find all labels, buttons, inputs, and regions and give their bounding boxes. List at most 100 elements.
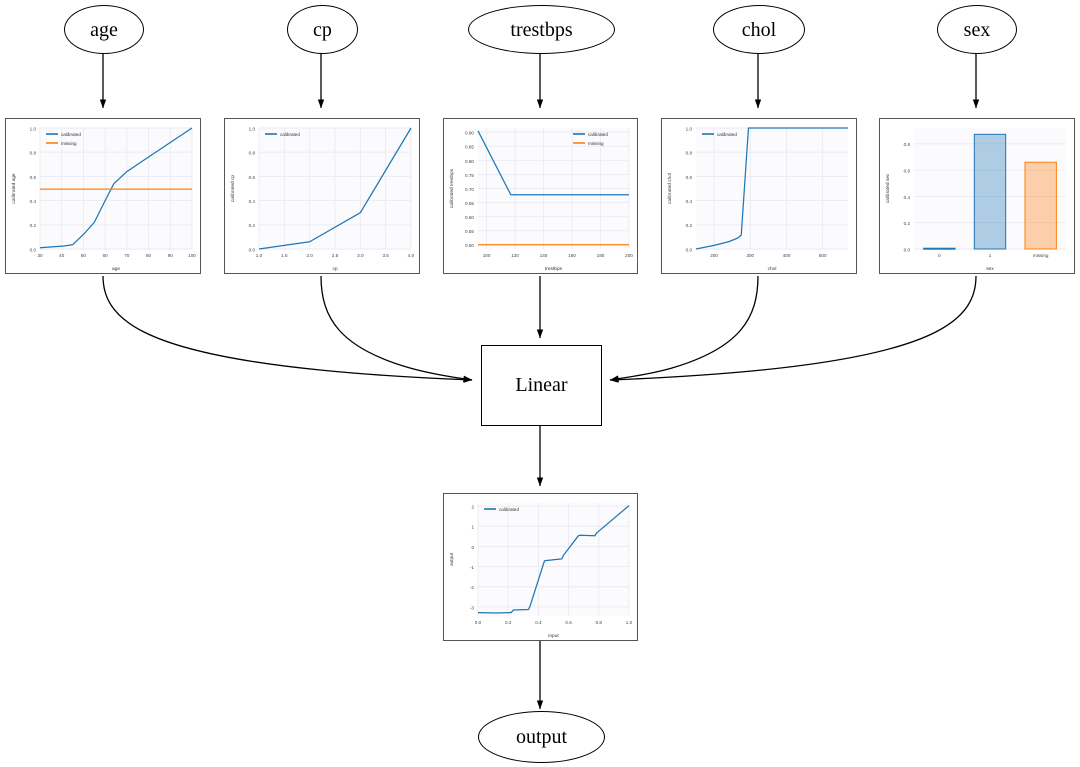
node-age[interactable]: age: [64, 5, 144, 54]
y-tick-label: 0.80: [465, 159, 474, 164]
x-tick-label: 40: [59, 253, 65, 258]
y-axis-label: calibrated chol: [667, 173, 673, 204]
y-tick-label: 0.6: [249, 175, 256, 180]
x-tick-label: 140: [540, 253, 548, 258]
y-tick-label: 0.6: [904, 168, 911, 173]
y-tick-label: 0.2: [686, 223, 693, 228]
y-tick-label: 0.4: [904, 195, 911, 200]
x-tick-label: 0.0: [475, 620, 482, 625]
y-tick-label: 0.90: [465, 131, 474, 136]
x-tick-label: 50: [81, 253, 87, 258]
y-tick-label: -2: [470, 585, 475, 590]
y-tick-label: 0.0: [904, 247, 911, 252]
y-tick-label: 0.70: [465, 187, 474, 192]
x-tick-label: 100: [483, 253, 491, 258]
y-tick-label: 0.65: [465, 201, 474, 206]
y-tick-label: 0.2: [30, 223, 37, 228]
x-tick-label: 70: [124, 253, 130, 258]
y-axis-label: output: [449, 552, 455, 566]
y-tick-label: 0.6: [686, 175, 693, 180]
node-cp[interactable]: cp: [287, 5, 358, 54]
x-tick-label: 0.6: [565, 620, 572, 625]
series-line-calibrated: [477, 505, 630, 614]
y-tick-label: 0.50: [465, 243, 474, 248]
y-tick-label: 0.8: [30, 151, 37, 156]
legend-label: missing: [61, 141, 77, 146]
y-tick-label: 1.0: [30, 126, 37, 131]
y-tick-label: 0.8: [686, 151, 693, 156]
node-linear[interactable]: Linear: [481, 345, 602, 426]
y-tick-label: 0.60: [465, 215, 474, 220]
plot-area: [696, 128, 848, 249]
node-cp-label: cp: [313, 18, 332, 41]
y-tick-label: 0.2: [904, 221, 911, 226]
y-tick-label: 2: [471, 504, 474, 509]
legend-label: calibrated: [588, 132, 608, 137]
node-trestbps-label: trestbps: [510, 18, 573, 41]
x-tick-label: 2.5: [332, 253, 339, 258]
series-line-calibrated: [39, 127, 193, 249]
x-tick-label: 90: [168, 253, 174, 258]
x-axis-label: input: [548, 633, 559, 639]
node-linear-label: Linear: [515, 374, 568, 396]
y-tick-label: 1: [471, 525, 474, 530]
x-tick-label: 200: [625, 253, 633, 258]
edge-cpchart-to-linear: [320, 275, 473, 382]
edge-sexchart-to-linear: [609, 275, 977, 383]
x-axis-label: chol: [768, 266, 777, 272]
x-tick-label: 3.5: [382, 253, 389, 258]
y-axis-label: calibrated age: [11, 173, 17, 203]
x-tick-label: 3.0: [357, 253, 364, 258]
x-tick-label: missing: [1033, 253, 1049, 258]
y-axis-label: calibrated sex: [885, 173, 891, 203]
node-age-label: age: [90, 18, 118, 41]
x-axis-label: age: [112, 267, 120, 272]
bar: [973, 133, 1007, 250]
y-tick-label: 0.4: [686, 199, 693, 204]
y-tick-label: 0.8: [249, 151, 256, 156]
y-tick-label: 0.6: [30, 175, 37, 180]
node-chol[interactable]: chol: [713, 5, 805, 54]
x-axis-label: sex: [986, 267, 994, 272]
x-tick-label: 1: [989, 253, 992, 258]
x-tick-label: 80: [146, 253, 152, 258]
series-line-calibrated: [258, 127, 412, 250]
legend-label: calibrated: [499, 507, 519, 512]
y-tick-label: 1.0: [686, 126, 693, 131]
y-tick-label: 0.0: [30, 247, 37, 252]
y-tick-label: 0.0: [686, 247, 693, 252]
x-tick-label: 1.0: [256, 253, 263, 258]
chart-panel-sex: 0.0 0.2 0.4 0.6 0.8 0 1 missing sex calibrated se…: [879, 118, 1075, 274]
node-chol-label: chol: [741, 18, 777, 41]
node-output[interactable]: output: [478, 711, 605, 763]
node-trestbps[interactable]: trestbps: [468, 5, 615, 54]
x-tick-label: 180: [597, 253, 605, 258]
y-tick-label: 0.85: [465, 145, 474, 150]
x-tick-label: 30: [37, 253, 43, 258]
x-tick-label: 0: [938, 253, 941, 258]
edge-cholchart-to-linear: [609, 275, 759, 382]
y-tick-label: 0: [471, 545, 474, 550]
y-tick-label: 0.8: [904, 142, 911, 147]
series-line-calibrated: [477, 130, 629, 196]
y-tick-label: 1.0: [249, 126, 256, 131]
x-tick-label: 200: [710, 253, 718, 258]
node-sex[interactable]: sex: [937, 5, 1017, 54]
legend-label: calibrated: [717, 132, 737, 137]
bar: [923, 247, 956, 250]
legend-label: missing: [588, 141, 604, 146]
y-axis-label: calibrated trestbps: [449, 168, 455, 208]
y-tick-label: -1: [470, 565, 475, 570]
y-tick-label: 0.2: [249, 223, 256, 228]
x-tick-label: 300: [746, 253, 754, 258]
x-tick-label: 0.4: [535, 620, 542, 625]
x-tick-label: 2.0: [306, 253, 313, 258]
x-tick-label: 100: [188, 253, 196, 258]
